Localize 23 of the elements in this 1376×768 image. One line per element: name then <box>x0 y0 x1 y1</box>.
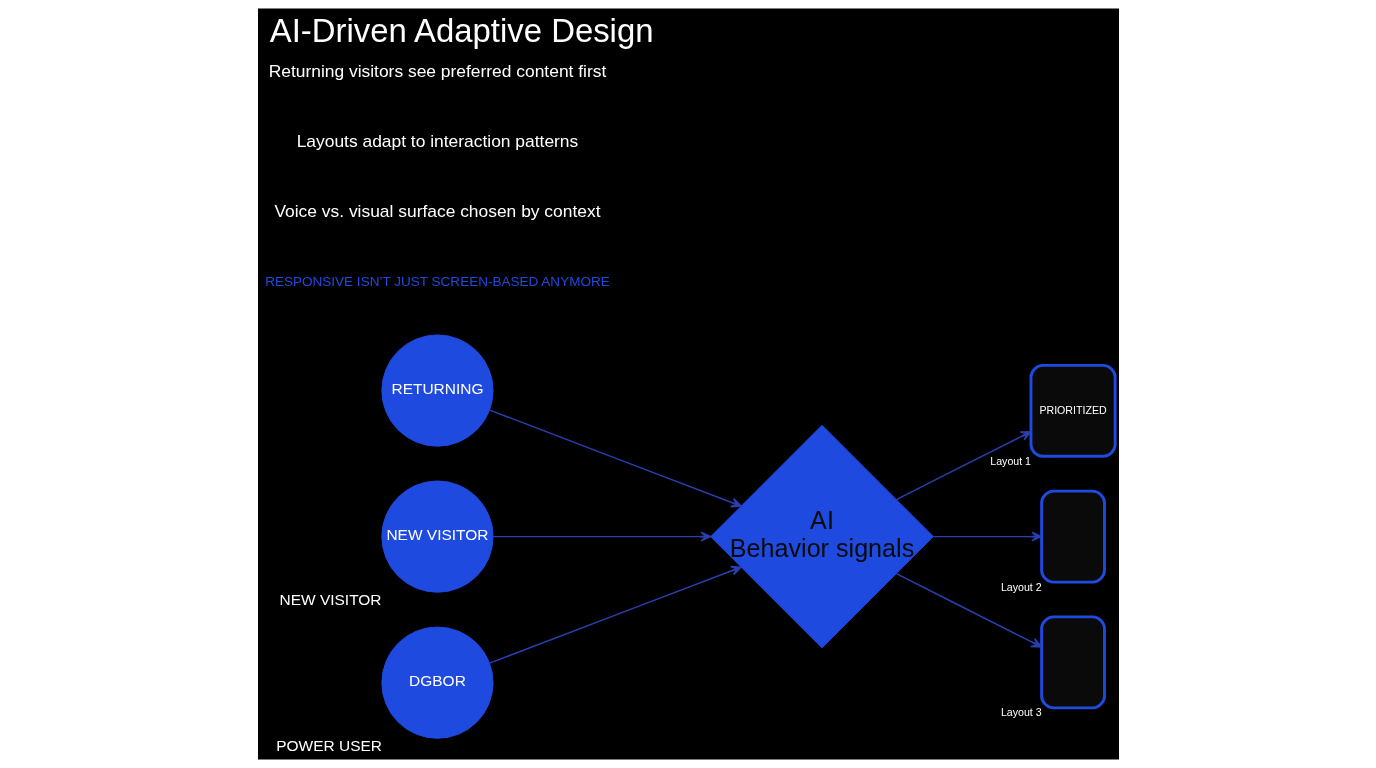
arrow <box>932 531 1042 542</box>
node-label: POWER USER <box>275 736 382 754</box>
node-circle: NEW VISITOR <box>380 480 494 593</box>
label: Returning visitors see preferred content first <box>268 61 606 82</box>
arrow <box>488 565 742 664</box>
arrow <box>492 531 711 542</box>
arrow <box>488 409 742 508</box>
label: Voice vs. visual surface chosen by context <box>273 200 600 221</box>
node-box <box>1039 489 1106 584</box>
node-circle: RETURNING <box>380 334 494 447</box>
diagram-title: AI-Driven Adaptive Design <box>269 12 654 50</box>
node-diamond: AI Behavior signals <box>709 424 934 649</box>
label: Layouts adapt to interaction patterns <box>296 131 578 152</box>
arrow <box>895 430 1032 501</box>
label: RESPONSIVE ISN’T JUST SCREEN-BASED ANYMORE <box>264 273 610 289</box>
node-label: Layout 1 <box>989 454 1031 467</box>
node-box <box>1039 615 1106 710</box>
node-label: Layout 3 <box>1000 706 1042 719</box>
node-circle: DGBOR <box>380 626 494 739</box>
node-label: Layout 2 <box>1000 580 1042 593</box>
node-box: PRIORITIZED <box>1029 363 1117 458</box>
arrow <box>895 572 1042 648</box>
node-label: NEW VISITOR <box>279 590 382 608</box>
